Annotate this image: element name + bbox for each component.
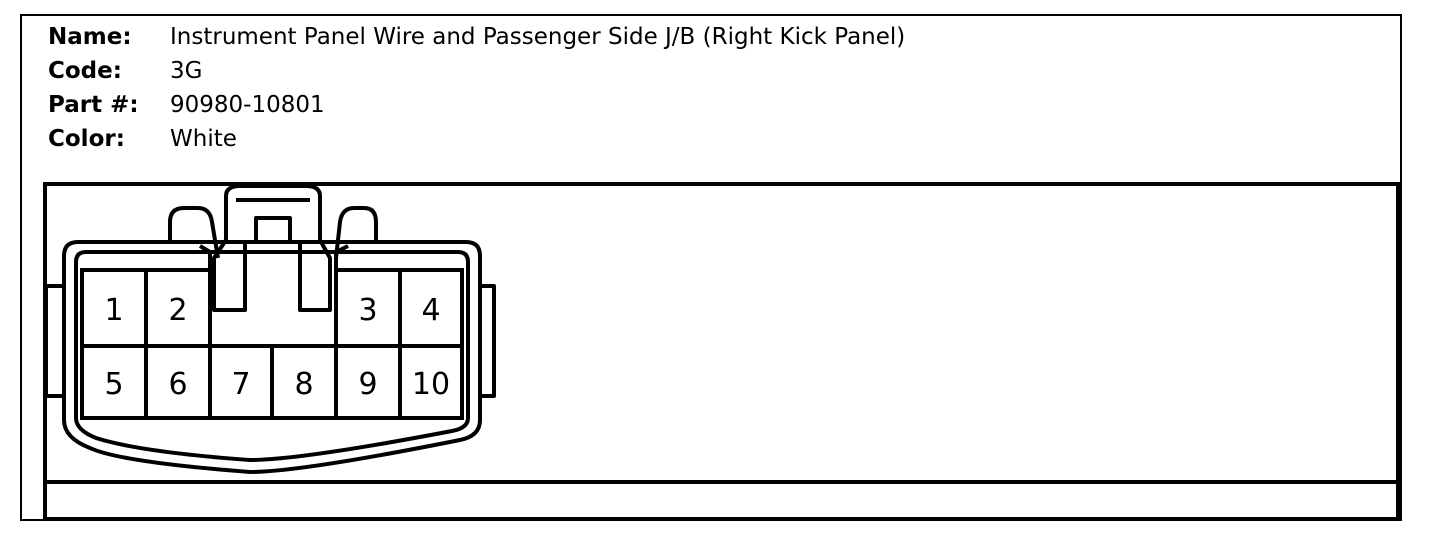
name-value: Instrument Panel Wire and Passenger Side…	[170, 24, 906, 50]
pin-4-label: 4	[421, 293, 440, 328]
pin-labels: 1 2 3 4 5 6 7 8 9 10	[104, 293, 450, 402]
cavity-grid	[80, 268, 464, 420]
code-label: Code:	[48, 58, 122, 84]
code-value: 3G	[170, 58, 203, 84]
color-label: Color:	[48, 126, 125, 152]
pin-5-label: 5	[104, 367, 123, 402]
code-row: Code: 3G	[48, 54, 905, 88]
color-row: Color: White	[48, 122, 905, 156]
part-value: 90980-10801	[170, 92, 325, 118]
color-value: White	[170, 126, 237, 152]
part-row: Part #: 90980-10801	[48, 88, 905, 122]
pin-9-label: 9	[358, 367, 377, 402]
pin-7-label: 7	[231, 367, 250, 402]
pin-8-label: 8	[294, 367, 313, 402]
part-label: Part #:	[48, 92, 139, 118]
pin-2-label: 2	[168, 293, 187, 328]
diagram-footer-strip	[43, 484, 1400, 521]
pin-10-label: 10	[412, 367, 450, 402]
pin-1-label: 1	[104, 293, 123, 328]
pin-6-label: 6	[168, 367, 187, 402]
name-label: Name:	[48, 24, 132, 50]
connector-info: Name: Instrument Panel Wire and Passenge…	[48, 20, 905, 156]
pin-3-label: 3	[358, 293, 377, 328]
connector-housing	[44, 184, 496, 474]
name-row: Name: Instrument Panel Wire and Passenge…	[48, 20, 905, 54]
